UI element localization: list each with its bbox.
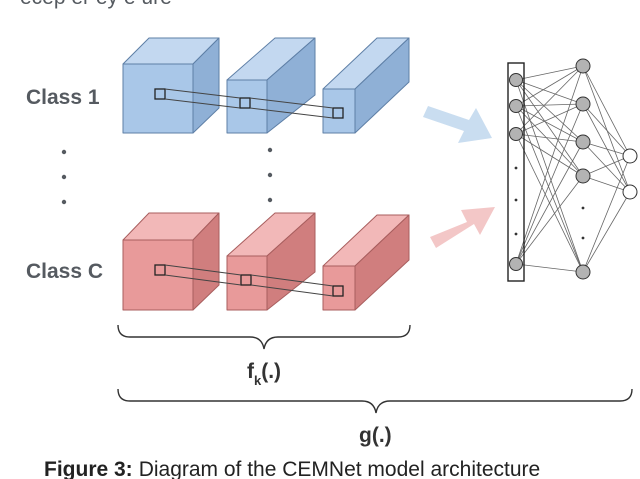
feature-function-label: fk(.) — [247, 360, 281, 388]
hidden-node — [575, 264, 591, 280]
input-ellipsis-dot — [514, 198, 518, 202]
hidden-node — [575, 134, 591, 150]
network-edge — [582, 155, 631, 177]
class-1-block-1 — [122, 37, 220, 134]
figure-caption: Figure 3:Diagram of the CEMNet model arc… — [44, 458, 540, 479]
fully-connected-network — [507, 58, 638, 282]
network-edge — [582, 141, 631, 193]
network-edge — [515, 103, 584, 135]
class-1-flow-arrow — [423, 106, 492, 143]
input-ellipsis-dot — [514, 166, 518, 170]
network-edge — [515, 79, 584, 177]
class-1-block-3 — [322, 37, 410, 134]
output-node — [622, 148, 638, 164]
global-function-label: g(.) — [359, 424, 392, 447]
network-edge — [515, 65, 584, 107]
network-edge — [515, 65, 584, 265]
hidden-ellipsis-dot — [581, 206, 585, 210]
hidden-ellipsis-dot — [581, 236, 585, 240]
class-c-receptive-links — [154, 264, 344, 297]
class-c-block-2 — [226, 212, 316, 311]
input-node — [509, 99, 523, 113]
class-1-feature-maps — [122, 37, 410, 134]
network-edge — [515, 65, 584, 81]
network-edge — [515, 141, 584, 265]
input-layer-box — [507, 62, 525, 282]
class-c-flow-arrow — [430, 207, 495, 248]
network-edge — [515, 133, 584, 143]
hidden-node — [575, 96, 591, 112]
network-edge — [515, 133, 584, 177]
input-ellipsis-dot — [514, 232, 518, 236]
network-edge — [515, 103, 584, 265]
class-c-block-1 — [122, 212, 220, 311]
network-edge — [582, 141, 631, 157]
network-edge — [582, 103, 631, 193]
network-edge — [515, 105, 584, 273]
network-edge — [582, 191, 631, 273]
hidden-node — [575, 58, 591, 74]
hidden-node — [575, 168, 591, 184]
class-c-label: Class C — [26, 260, 103, 283]
class-1-receptive-links — [154, 88, 344, 119]
network-edge — [515, 263, 584, 273]
feature-brace — [117, 324, 411, 350]
input-node — [509, 73, 523, 87]
class-c-feature-maps — [122, 212, 410, 311]
network-edge — [582, 103, 631, 157]
class-1-label: Class 1 — [26, 86, 100, 109]
network-edge — [515, 105, 584, 177]
input-node — [509, 127, 523, 141]
network-edge — [515, 105, 584, 143]
global-brace — [117, 388, 633, 414]
input-node — [509, 257, 523, 271]
network-edge — [515, 65, 584, 135]
network-edge — [515, 175, 584, 265]
cut-off-caption: ecep er ey e ure — [20, 0, 172, 9]
network-edge — [515, 103, 584, 107]
network-edge — [582, 175, 631, 193]
class-1-block-2 — [226, 37, 316, 134]
class-c-block-3 — [322, 214, 410, 311]
output-node — [622, 184, 638, 200]
network-edge — [582, 155, 631, 273]
class-ellipsis — [61, 149, 67, 205]
feature-ellipsis — [267, 147, 273, 203]
network-edge — [582, 65, 631, 193]
network-edge — [582, 65, 631, 157]
